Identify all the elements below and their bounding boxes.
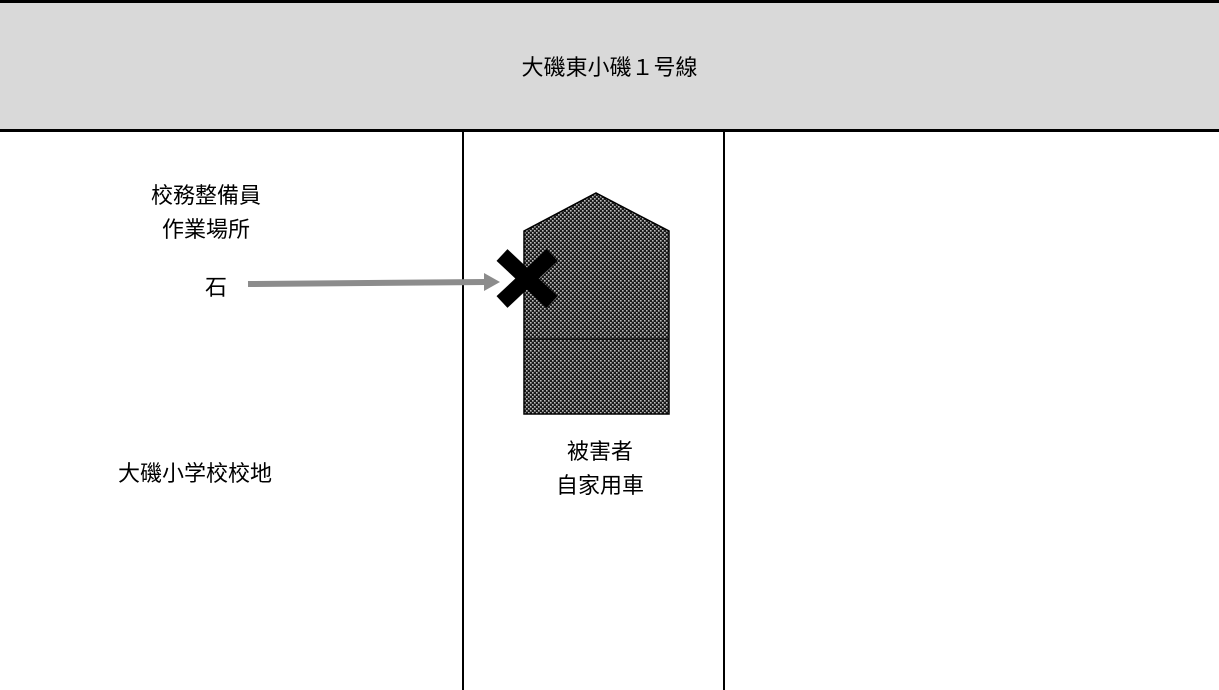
road-name: 大磯東小磯１号線 bbox=[521, 56, 698, 81]
impact-cross-icon bbox=[496, 249, 558, 308]
lane-right-line bbox=[723, 132, 725, 690]
worksite-label-line1: 校務整備員 bbox=[150, 184, 261, 209]
road-band: 大磯東小磯１号線 bbox=[0, 0, 1219, 132]
school-grounds-label: 大磯小学校校地 bbox=[117, 462, 272, 487]
car-icon bbox=[523, 192, 670, 415]
victim-car-label-line2: 自家用車 bbox=[555, 474, 644, 499]
victim-car-label-line1: 被害者 bbox=[566, 440, 633, 465]
victim-car-label: 被害者 自家用車 bbox=[540, 436, 660, 504]
arrow-icon bbox=[247, 273, 500, 291]
worksite-label-line2: 作業場所 bbox=[161, 218, 250, 243]
stone-label: 石 bbox=[204, 276, 227, 301]
worksite-label: 校務整備員 作業場所 bbox=[118, 180, 294, 248]
lane-left-line bbox=[462, 132, 464, 690]
